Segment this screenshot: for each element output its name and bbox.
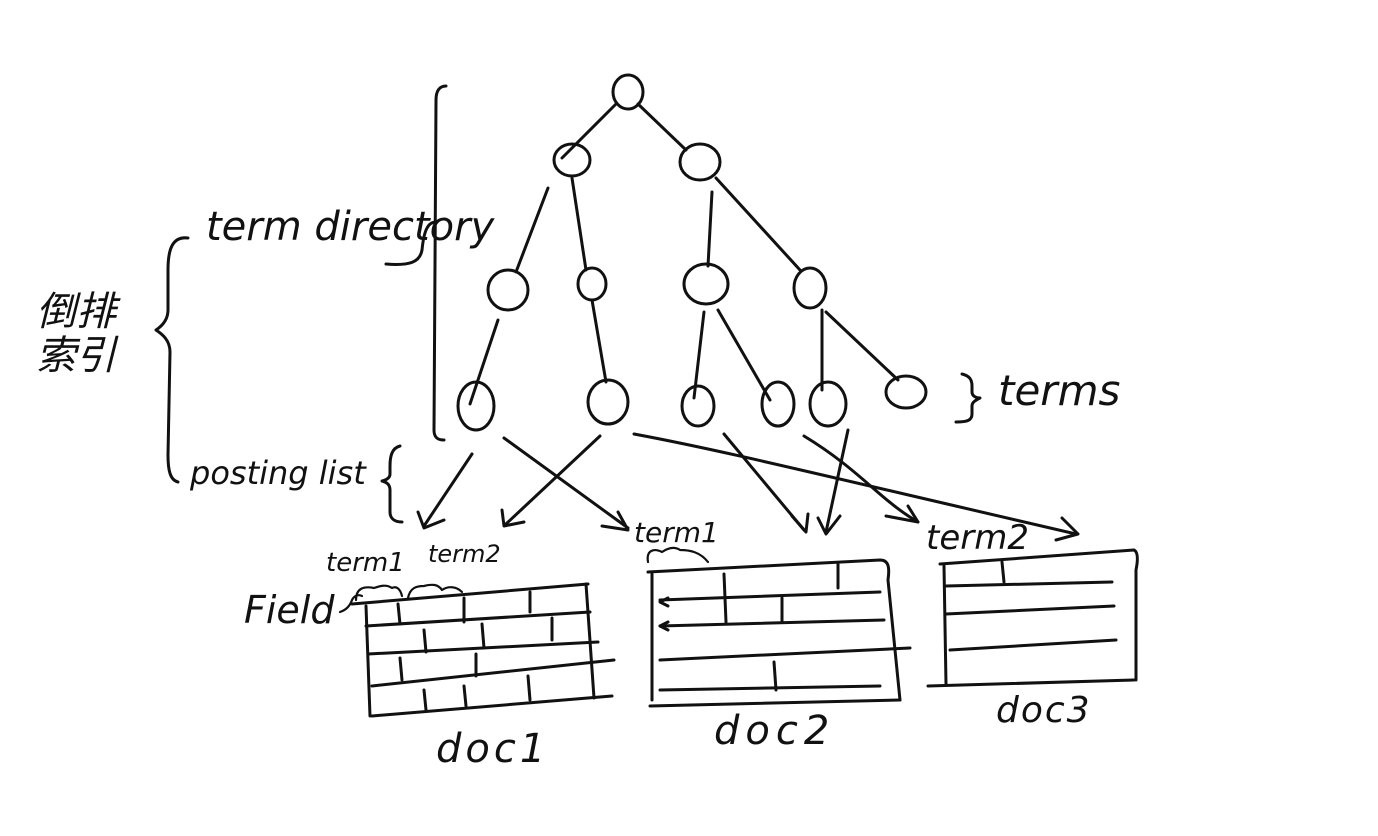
posting-arrows [416,428,1080,542]
tree-node-l2-1 [486,268,530,312]
terms-brace [954,372,982,424]
doc1-grid [350,582,616,718]
doc1-term1-label: term1 [326,548,405,578]
tree-node-l2-4 [792,266,828,310]
doc2-term1-label: term1 [634,516,719,549]
doc1-label: doc1 [436,726,550,772]
tree-leaf-4 [760,380,796,428]
tree-leaf-6 [884,374,928,410]
tree-edges [468,102,900,406]
doc2-label: doc2 [714,708,836,754]
terms-label: terms [998,366,1121,415]
field-label: Field [244,588,335,632]
posting-list-label: posting list [190,454,366,492]
tree-node-l1-left [552,142,592,178]
inverted-index-label-line1: 倒排索引 [36,289,116,379]
tree-leaf-3 [680,384,716,428]
tree-root-node [611,73,645,111]
doc3-label: doc3 [996,690,1092,731]
tree-leaf-5 [808,380,848,428]
tree-node-l1-right [678,142,722,182]
doc3-grid [926,548,1139,688]
term-directory-bracket [432,84,448,442]
doc2-grid [646,558,912,708]
inverted-index-brace [154,236,190,484]
term-directory-pointer [384,220,438,266]
doc1-term2-label: term2 [428,540,501,568]
posting-list-brace [380,444,404,524]
doc3-term2-label: term2 [926,518,1029,558]
tree-nodes [456,73,928,432]
tree-node-l2-3 [682,262,730,306]
doc1-term-brackets [338,546,710,614]
tree-leaf-2 [586,378,630,426]
term-directory-label: term directory [206,204,495,250]
tree-node-l2-2 [576,266,608,302]
